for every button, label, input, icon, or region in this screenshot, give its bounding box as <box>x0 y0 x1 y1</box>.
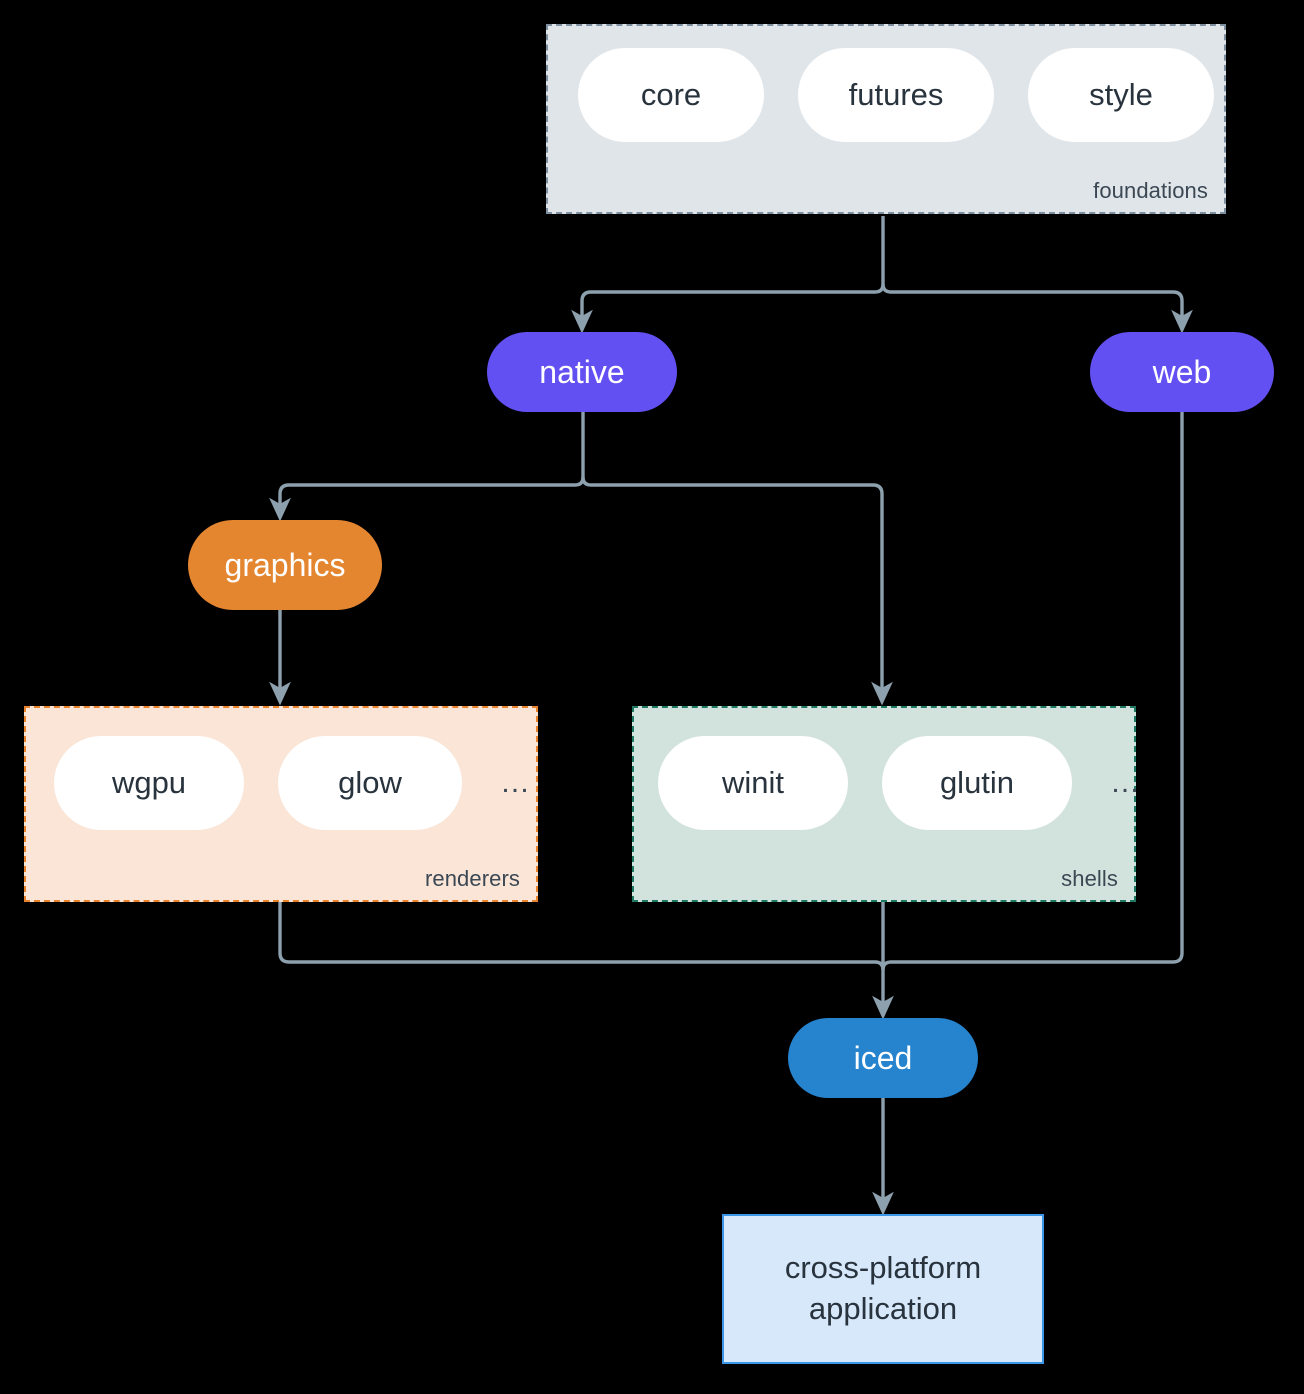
edge-native-graphics <box>269 483 575 522</box>
group-foundations-items: core futures style <box>578 48 1214 142</box>
group-shells-items: winit glutin … <box>658 736 1141 830</box>
edge-foundations-split <box>874 216 885 294</box>
node-core[interactable]: core <box>578 48 764 142</box>
group-shells-label: shells <box>1061 866 1118 891</box>
node-futures[interactable]: futures <box>798 48 994 142</box>
node-web[interactable]: web <box>1090 332 1274 412</box>
node-wgpu[interactable]: wgpu <box>54 736 244 830</box>
edge-native-split <box>574 412 585 487</box>
application-line-1: cross-platform <box>784 1250 982 1286</box>
node-graphics[interactable]: graphics <box>188 520 382 610</box>
group-foundations: core futures style foundations <box>546 24 1226 214</box>
group-renderers: wgpu glow … renderers <box>24 706 538 902</box>
node-glutin[interactable]: glutin <box>882 736 1072 830</box>
edge-foundations-web <box>891 290 1193 334</box>
group-shells: winit glutin … shells <box>632 706 1140 902</box>
node-winit[interactable]: winit <box>658 736 848 830</box>
group-foundations-label: foundations <box>1093 178 1208 203</box>
renderers-more-ellipsis: … <box>500 766 531 799</box>
node-cross-platform-application[interactable]: cross-platform application <box>722 1214 1044 1364</box>
shells-more-ellipsis: … <box>1110 766 1141 799</box>
node-glow[interactable]: glow <box>278 736 462 830</box>
node-iced[interactable]: iced <box>788 1018 978 1098</box>
group-renderers-items: wgpu glow … <box>54 736 531 830</box>
edge-foundations-native <box>571 290 875 334</box>
edge-renderers-iced <box>278 902 885 971</box>
edge-native-shells <box>591 483 893 706</box>
group-renderers-label: renderers <box>424 866 520 891</box>
node-style[interactable]: style <box>1028 48 1214 142</box>
node-native[interactable]: native <box>487 332 677 412</box>
application-line-2: application <box>808 1291 958 1326</box>
